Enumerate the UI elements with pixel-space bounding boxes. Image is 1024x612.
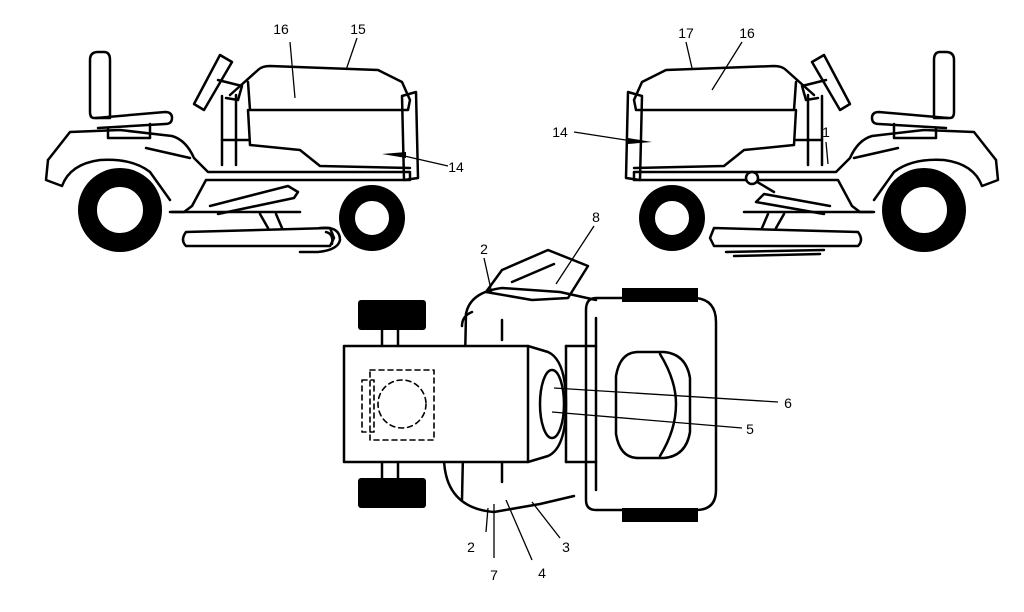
mower-deck-right [708,212,863,258]
front-wheel-left [339,185,405,251]
callout-7-top: 7 [490,567,498,583]
callout-labels: 16 15 14 17 16 14 1 8 2 6 5 2 7 4 3 [273,21,830,583]
seat-top [614,350,692,460]
hood-left [220,64,412,170]
callout-3-top: 3 [562,539,570,555]
callout-16-right: 16 [739,25,755,41]
rear-wheel-right [882,168,966,252]
front-tires-top [358,300,426,508]
rear-tires-top [622,288,698,522]
steering-wheel-left [192,53,244,112]
leaders-top-view [483,225,779,561]
callout-2-lower: 2 [467,539,475,555]
seat-left [88,50,174,140]
callout-14-right: 14 [552,124,568,140]
seat-right [870,50,956,140]
front-wheel-right [639,185,705,251]
rear-wheel-left [78,168,162,252]
grille-right [624,90,644,182]
callout-14-left: 14 [448,159,464,175]
callout-4-top: 4 [538,565,546,581]
callout-5-top: 5 [746,421,754,437]
mower-deck-left [181,212,342,254]
callout-16-left: 16 [273,21,289,37]
discharge-chute-top [484,248,590,302]
steering-wheel-right [800,53,852,112]
tractor-left-side-view [44,50,420,254]
filler-cap-top [538,368,566,440]
tractor-right-side-view [624,50,1000,258]
callout-8-top: 8 [592,209,600,225]
callout-15-left: 15 [350,21,366,37]
tractor-top-view [342,248,718,522]
callout-2-upper: 2 [480,241,488,257]
body-left [44,128,412,214]
grille-left [400,90,420,182]
rear-body-top [584,296,718,512]
engine-dashed-outline [361,369,435,441]
hood-right [632,64,824,170]
pedal-left [208,184,300,216]
leaders-right-view [573,41,829,165]
shift-lever-right [744,170,832,216]
callout-17-right: 17 [678,25,694,41]
callout-1-right: 1 [822,124,830,140]
leaders-left-view [289,37,449,167]
callout-6-top: 6 [784,395,792,411]
